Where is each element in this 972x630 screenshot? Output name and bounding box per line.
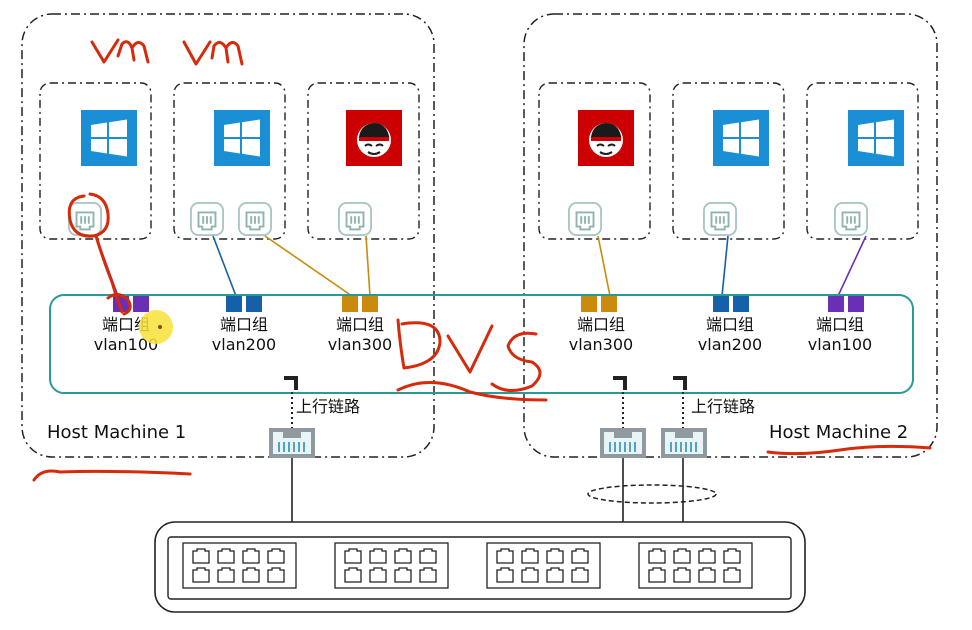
portgroup-label[interactable]: 端口组 bbox=[102, 315, 150, 334]
portgroup-ports-vlan200 bbox=[226, 296, 262, 312]
portgroup-ports bbox=[113, 296, 864, 312]
vm-box[interactable] bbox=[672, 82, 785, 240]
portgroup-label[interactable]: 端口组 bbox=[336, 315, 384, 334]
redhat-logo-icon bbox=[346, 110, 402, 166]
portgroup-label[interactable]: 端口组 bbox=[220, 315, 268, 334]
switch-port-icon[interactable] bbox=[419, 548, 437, 564]
switch-port-icon[interactable] bbox=[217, 567, 235, 583]
portgroup-labels: 端口组 vlan100 端口组 vlan200 端口组 vlan300 端口组 … bbox=[94, 315, 872, 354]
uplink-cables bbox=[291, 458, 684, 522]
uplink-brackets bbox=[284, 376, 687, 390]
distributed-virtual-switch bbox=[49, 294, 914, 394]
host-machine-label: Host Machine 2 bbox=[769, 422, 908, 443]
switch-port-icon[interactable] bbox=[698, 548, 716, 564]
portgroup-label[interactable]: 端口组 bbox=[706, 315, 754, 334]
switch-port-icon[interactable] bbox=[344, 567, 362, 583]
cursor-dot bbox=[158, 325, 162, 329]
switch-port-icon[interactable] bbox=[419, 567, 437, 583]
switch-port-icon[interactable] bbox=[571, 548, 589, 564]
switch-port-icon[interactable] bbox=[192, 548, 210, 564]
vnic-icon[interactable] bbox=[238, 202, 272, 236]
switch-port-icon[interactable] bbox=[267, 548, 285, 564]
windows-logo-icon bbox=[713, 110, 769, 166]
vm-nics bbox=[68, 202, 868, 236]
vm-box[interactable] bbox=[307, 82, 420, 240]
switch-port-icon[interactable] bbox=[267, 567, 285, 583]
portgroup-ports-vlan300 bbox=[342, 296, 378, 312]
switch-port-icon[interactable] bbox=[673, 567, 691, 583]
portgroup-vlan: vlan100 bbox=[808, 335, 872, 354]
handwritten-annotations bbox=[32, 38, 932, 482]
portgroup-vlan: vlan100 bbox=[94, 335, 158, 354]
portgroup-ports-vlan300 bbox=[581, 296, 617, 312]
vm-box[interactable] bbox=[538, 82, 651, 240]
vnic-icon[interactable] bbox=[338, 202, 372, 236]
host-machine-2-frame bbox=[523, 13, 938, 458]
switch-port-icon[interactable] bbox=[369, 548, 387, 564]
portgroup-label[interactable]: 端口组 bbox=[816, 315, 864, 334]
link-aggregation-ellipse bbox=[587, 484, 717, 504]
switch-port-icon[interactable] bbox=[344, 548, 362, 564]
windows-logo-icon bbox=[81, 110, 137, 166]
vm-box[interactable] bbox=[173, 82, 286, 240]
switch-port-icon[interactable] bbox=[394, 548, 412, 564]
portgroup-vlan: vlan300 bbox=[328, 335, 392, 354]
vnic-icon[interactable] bbox=[703, 202, 737, 236]
switch-port-icon[interactable] bbox=[521, 548, 539, 564]
vnic-links bbox=[95, 235, 867, 297]
vnic-icon[interactable] bbox=[834, 202, 868, 236]
redhat-logo-icon bbox=[578, 110, 634, 166]
switch-port-icon[interactable] bbox=[394, 567, 412, 583]
switch-port-icon[interactable] bbox=[369, 567, 387, 583]
uplink-dotted-lines bbox=[291, 392, 684, 428]
vnic-icon[interactable] bbox=[190, 202, 224, 236]
vm-box[interactable] bbox=[39, 82, 152, 240]
uplink-label: 上行链路 bbox=[296, 397, 360, 416]
switch-port-icon[interactable] bbox=[242, 548, 260, 564]
switch-port-icon[interactable] bbox=[698, 567, 716, 583]
physical-switch bbox=[154, 521, 806, 613]
host-machine-label: Host Machine 1 bbox=[47, 422, 186, 443]
os-logos bbox=[81, 110, 904, 166]
uplink-port-icon[interactable] bbox=[661, 428, 707, 458]
portgroup-ports-vlan100 bbox=[828, 296, 864, 312]
uplink-port-icon[interactable] bbox=[600, 428, 646, 458]
switch-port-icon[interactable] bbox=[571, 567, 589, 583]
vm-box[interactable] bbox=[806, 82, 919, 240]
switch-port-icon[interactable] bbox=[723, 567, 741, 583]
switch-port-icon[interactable] bbox=[217, 548, 235, 564]
switch-port-icon[interactable] bbox=[546, 567, 564, 583]
portgroup-ports-vlan200 bbox=[713, 296, 749, 312]
windows-logo-icon bbox=[848, 110, 904, 166]
host-machine-1-frame bbox=[21, 13, 435, 458]
switch-port-icon[interactable] bbox=[496, 567, 514, 583]
switch-port-icon[interactable] bbox=[673, 548, 691, 564]
portgroup-vlan: vlan200 bbox=[212, 335, 276, 354]
portgroup-vlan: vlan200 bbox=[698, 335, 762, 354]
switch-port-icon[interactable] bbox=[242, 567, 260, 583]
switch-port-icon[interactable] bbox=[723, 548, 741, 564]
uplink-label: 上行链路 bbox=[691, 397, 755, 416]
uplink-port-icon[interactable] bbox=[269, 428, 315, 458]
vm-boxes bbox=[39, 82, 919, 240]
vnic-icon[interactable] bbox=[568, 202, 602, 236]
switch-port-icon[interactable] bbox=[192, 567, 210, 583]
cursor-highlight bbox=[139, 310, 173, 344]
windows-logo-icon bbox=[214, 110, 270, 166]
portgroup-label[interactable]: 端口组 bbox=[577, 315, 625, 334]
switch-port-icon[interactable] bbox=[648, 567, 666, 583]
switch-port-icon[interactable] bbox=[546, 548, 564, 564]
portgroup-vlan: vlan300 bbox=[569, 335, 633, 354]
switch-port-icon[interactable] bbox=[496, 548, 514, 564]
switch-port-icon[interactable] bbox=[648, 548, 666, 564]
switch-port-icon[interactable] bbox=[521, 567, 539, 583]
